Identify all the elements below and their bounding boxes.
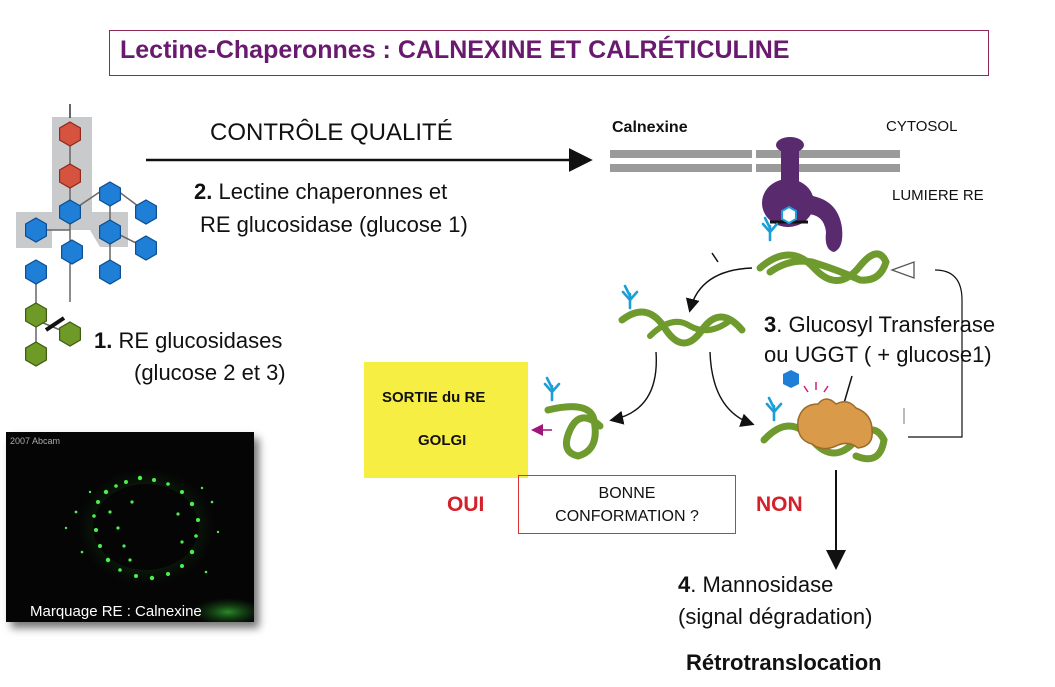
step3-text: . Glucosyl Transferase bbox=[776, 312, 996, 337]
calnexin-label: Calnexine bbox=[612, 119, 688, 136]
step3-line1: 3. Glucosyl Transferase bbox=[764, 312, 995, 338]
step2-text: Lectine chaperonnes et bbox=[212, 179, 448, 204]
folded-protein-icon bbox=[543, 376, 604, 460]
step2-line2: RE glucosidase (glucose 1) bbox=[200, 212, 468, 237]
conformation-question: BONNE CONFORMATION ? bbox=[518, 475, 736, 534]
step1-line1: 1. RE glucosidases bbox=[94, 328, 282, 354]
step4-text: . Mannosidase bbox=[690, 572, 834, 597]
quality-control-label: CONTRÔLE QUALITÉ bbox=[210, 119, 453, 146]
glycan-tree-icon bbox=[16, 104, 157, 367]
step1-text: RE glucosidases bbox=[112, 328, 283, 353]
step3-number: 3 bbox=[764, 312, 777, 337]
exit-box bbox=[364, 362, 528, 478]
no-label: NON bbox=[756, 493, 803, 516]
micrograph-image: 2007 Abcam Marquage RE : Calnexine bbox=[6, 432, 254, 622]
question-line1: BONNE bbox=[598, 485, 656, 502]
calnexin-icon bbox=[762, 137, 843, 252]
step2-line1: 2. Lectine chaperonnes et bbox=[194, 179, 447, 205]
step2-number: 2. bbox=[194, 179, 213, 204]
step4-line2: (signal dégradation) bbox=[678, 604, 873, 629]
fluorescence-pattern bbox=[63, 454, 254, 622]
uggt-enzyme-icon bbox=[760, 370, 888, 463]
lumen-label: LUMIERE RE bbox=[892, 187, 984, 204]
cytosol-label: CYTOSOL bbox=[886, 118, 958, 135]
folded-protein-icon bbox=[618, 284, 746, 347]
step3-line2: ou UGGT ( + glucose1) bbox=[764, 342, 992, 367]
step1-line2: (glucose 2 et 3) bbox=[134, 360, 286, 385]
golgi-label: GOLGI bbox=[418, 432, 467, 449]
step4-number: 4 bbox=[678, 572, 691, 597]
step1-number: 1. bbox=[94, 328, 113, 353]
micrograph-caption: Marquage RE : Calnexine bbox=[30, 603, 202, 620]
membrane bbox=[610, 148, 900, 174]
step4-line1: 4. Mannosidase bbox=[678, 572, 833, 598]
exit-label: SORTIE du RE bbox=[382, 389, 486, 406]
micrograph-credit: 2007 Abcam bbox=[10, 436, 61, 446]
folded-protein-icon bbox=[756, 216, 890, 284]
page-title: Lectine-Chaperonnes : CALNEXINE ET CALRÉ… bbox=[120, 36, 790, 64]
question-line2: CONFORMATION ? bbox=[555, 508, 699, 525]
yes-label: OUI bbox=[447, 493, 485, 516]
title-box bbox=[109, 30, 989, 76]
retrotranslocation-label: Rétrotranslocation bbox=[686, 650, 882, 675]
